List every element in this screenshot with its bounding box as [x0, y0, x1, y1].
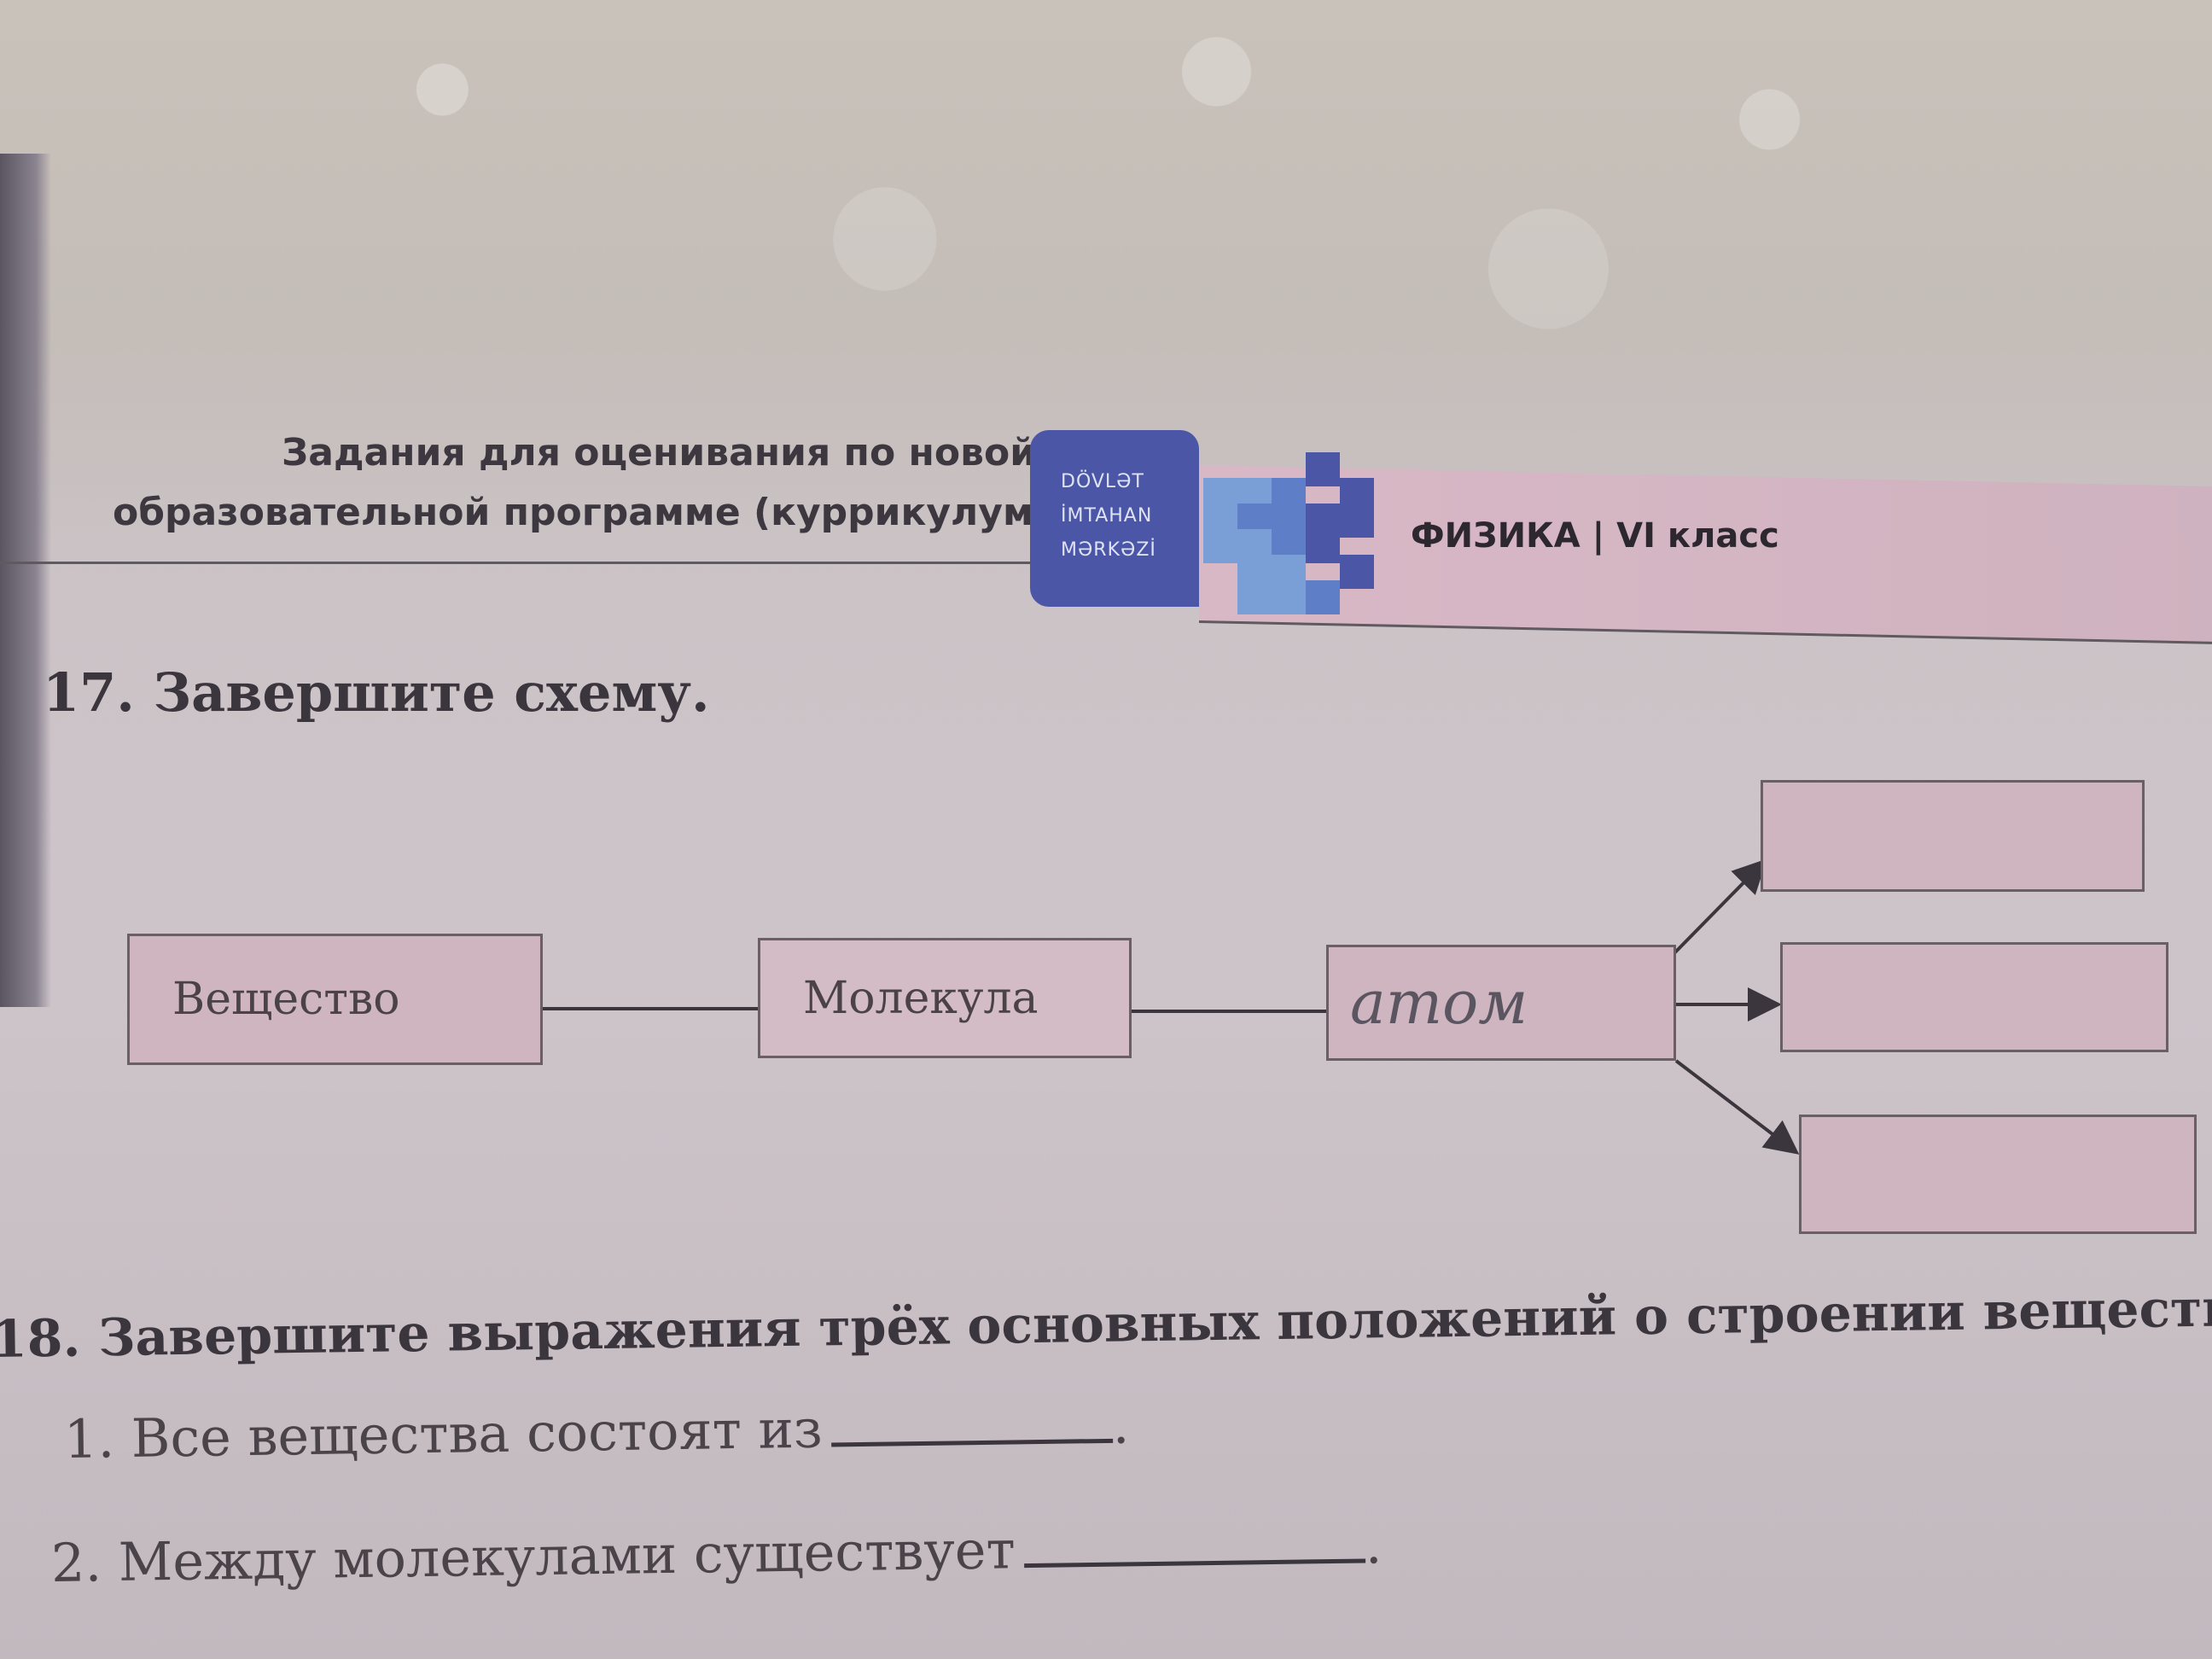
box-substance-label: Вещество	[172, 974, 400, 1025]
logo-text-1: DÖVLƏT	[1061, 471, 1144, 492]
box-molecule: Молекула	[758, 938, 1132, 1058]
logo-text-2: İMTAHAN	[1061, 505, 1153, 527]
box-molecule-label: Молекула	[803, 972, 1039, 1024]
logo-pixel	[1306, 529, 1340, 563]
arrow-bottom	[1674, 1059, 1800, 1155]
logo-text-3: MƏRKƏZİ	[1061, 539, 1156, 561]
logo-pixel	[1306, 452, 1340, 486]
arrow-top	[1667, 859, 1767, 961]
logo-pixel	[1340, 504, 1374, 538]
handwritten-answer: атом	[1350, 968, 1528, 1038]
box-substance: Вещество	[127, 934, 543, 1065]
answer-blank-2[interactable]	[1023, 1558, 1365, 1569]
statement-1-text: 1. Все вещества состоят из	[63, 1397, 824, 1470]
logo-pixel	[1237, 580, 1272, 614]
header-line-1: Задания для оценивания по новой	[282, 431, 1037, 474]
task-17-title: 17. Завершите схему.	[43, 661, 710, 724]
subject-title: ФИЗИКА | VI класс	[1411, 516, 1779, 556]
empty-box-1[interactable]	[1761, 780, 2145, 892]
header-line-2: образовательной программе (куррикулум)	[113, 491, 1051, 534]
header-rule	[0, 562, 1033, 564]
empty-box-3[interactable]	[1799, 1115, 2197, 1234]
answer-blank-1[interactable]	[830, 1438, 1113, 1447]
logo-pixel	[1306, 580, 1340, 614]
dim-logo	[1030, 430, 1199, 607]
page-edge-shadow	[0, 154, 51, 1007]
empty-box-2[interactable]	[1780, 942, 2168, 1052]
box-atom[interactable]: атом	[1326, 945, 1676, 1061]
logo-pixel	[1340, 555, 1374, 589]
logo-pixel	[1203, 529, 1237, 563]
logo-pixel	[1272, 580, 1306, 614]
